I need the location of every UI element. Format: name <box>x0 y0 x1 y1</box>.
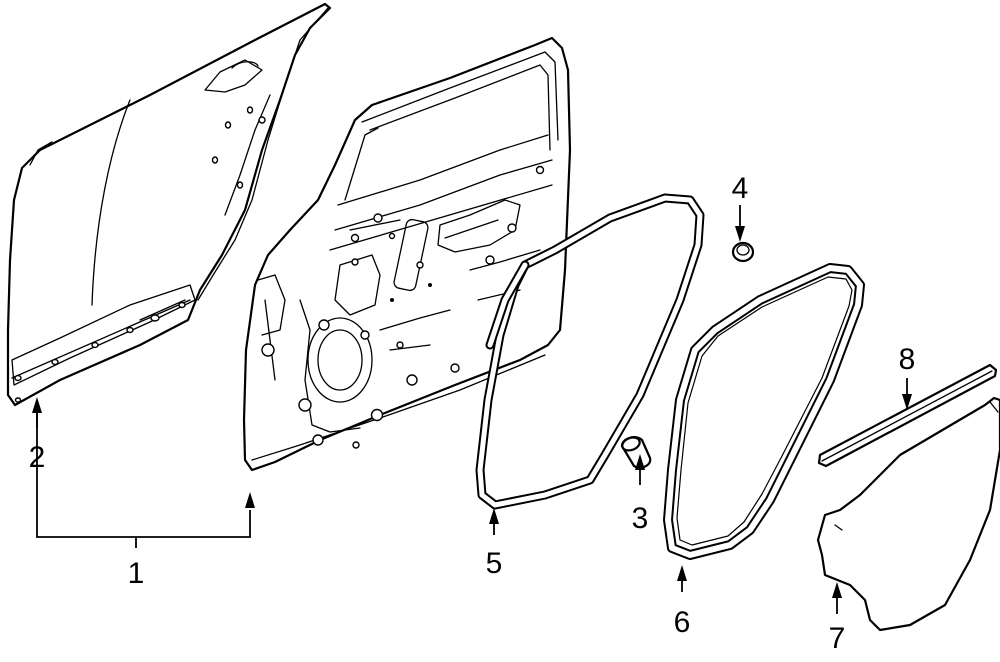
leader-1 <box>36 430 251 538</box>
door-weatherstrip <box>475 193 705 510</box>
outer-door-panel <box>6 2 332 407</box>
plug-grommet <box>731 241 755 263</box>
callout-4: 4 <box>732 172 749 205</box>
water-shield <box>816 396 1000 632</box>
arrow-1a <box>32 397 42 413</box>
callout-7: 7 <box>829 622 846 655</box>
body-side-weatherstrip <box>663 263 865 560</box>
callout-labels: 1 2 3 4 5 6 7 8 <box>29 172 916 655</box>
callout-3: 3 <box>632 502 649 535</box>
arrow-1b <box>245 492 255 508</box>
callout-8: 8 <box>899 343 916 376</box>
callout-6: 6 <box>674 606 691 639</box>
door-bumper <box>620 436 652 469</box>
inner-door-frame <box>242 36 572 472</box>
callout-1: 1 <box>128 557 145 590</box>
callout-5: 5 <box>486 547 503 580</box>
callout-2: 2 <box>29 441 46 474</box>
belt-moulding-strip <box>817 363 998 468</box>
leader-lines <box>32 205 912 614</box>
